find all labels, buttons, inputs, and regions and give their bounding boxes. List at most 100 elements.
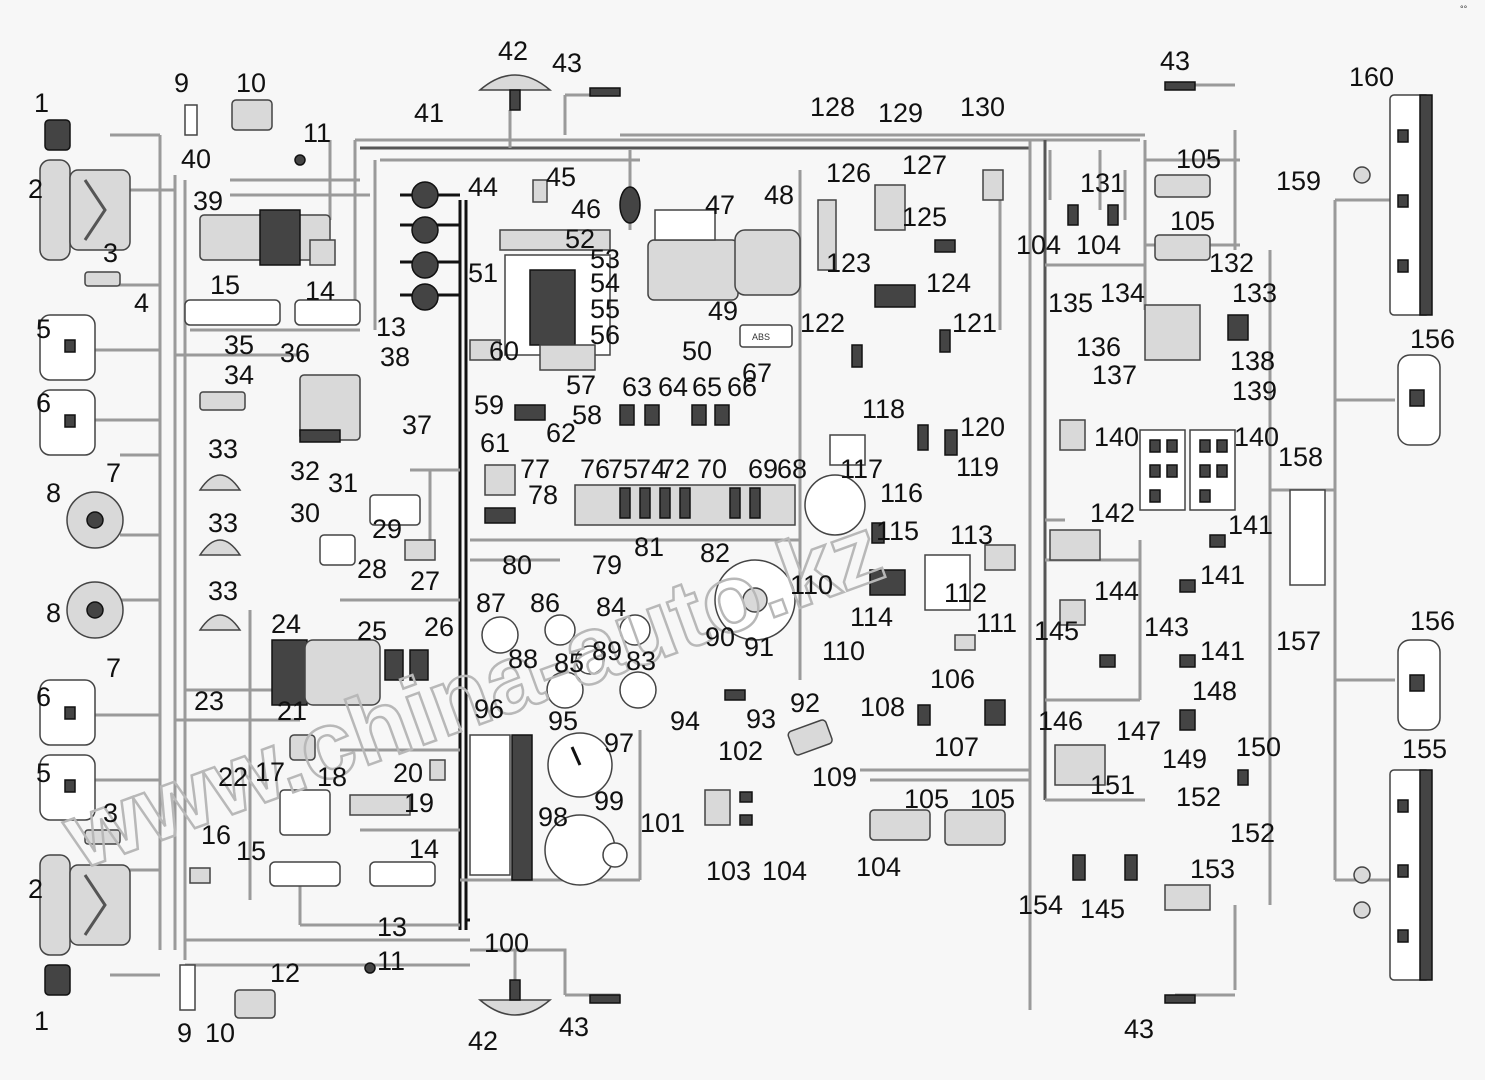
- callout-29: 29: [372, 514, 402, 544]
- dome-33-3: [198, 614, 242, 631]
- callout-85: 85: [554, 648, 584, 678]
- callout-131: 131: [1080, 168, 1125, 198]
- callout-119: 119: [956, 452, 999, 482]
- callout-1-upper: 1: [34, 88, 49, 118]
- part-21: [304, 639, 381, 706]
- relay-63: [619, 404, 635, 426]
- part-45: [532, 179, 548, 203]
- sensor-144: [1099, 654, 1116, 668]
- callout-105-c: 105: [1176, 144, 1221, 174]
- part-10-upper: [231, 99, 273, 131]
- callout-65: 65: [692, 372, 722, 402]
- callout-11-lower: 11: [377, 946, 405, 976]
- callout-61: 61: [480, 428, 510, 458]
- callout-110-a: 110: [790, 570, 833, 600]
- connector-3-upper: [84, 271, 121, 287]
- callout-8-upper: 8: [46, 478, 61, 508]
- gauge-86: [544, 614, 576, 646]
- callout-14-lower: 14: [409, 834, 439, 864]
- callout-25: 25: [357, 616, 387, 646]
- dome-33-1: [198, 474, 242, 491]
- callout-7-lower: 7: [106, 653, 121, 683]
- callout-58: 58: [572, 400, 602, 430]
- callout-141-b: 141: [1200, 560, 1245, 590]
- tail-lamp-155: [1389, 769, 1433, 981]
- part-101: [704, 789, 731, 826]
- callout-145-a: 145: [1034, 616, 1079, 646]
- callout-5-lower: 5: [36, 758, 51, 788]
- callout-5-upper: 5: [36, 314, 51, 344]
- fuse-box-main: [499, 229, 611, 371]
- abs-label: ABS: [752, 332, 770, 342]
- callout-100: 100: [484, 928, 529, 958]
- part-115: [871, 522, 885, 544]
- callout-43-bl: 43: [559, 1012, 589, 1042]
- part-124: [874, 284, 916, 308]
- callout-9-lower: 9: [177, 1018, 192, 1048]
- callout-44: 44: [468, 172, 498, 202]
- callout-21: 21: [277, 696, 307, 726]
- callout-10-upper: 10: [236, 68, 266, 98]
- sensor-121: [939, 329, 951, 353]
- callout-130: 130: [960, 92, 1005, 122]
- callout-45: 45: [546, 162, 576, 192]
- callout-110-b: 110: [822, 636, 865, 666]
- callout-33-c: 33: [208, 576, 238, 606]
- part-27: [404, 539, 436, 561]
- callout-53: 53: [590, 244, 620, 274]
- callout-1-lower: 1: [34, 1006, 49, 1036]
- components: ABS: [39, 74, 1441, 1019]
- relay-25a: [384, 649, 404, 681]
- callout-136: 136: [1076, 332, 1121, 362]
- callout-93: 93: [746, 704, 776, 734]
- sensor-145b: [1124, 854, 1138, 881]
- callout-18: 18: [317, 762, 347, 792]
- instrument-connector-95: [511, 734, 533, 881]
- callout-35: 35: [224, 330, 254, 360]
- callout-30: 30: [290, 498, 320, 528]
- valve-105a: [869, 809, 931, 841]
- sensor-141a: [1209, 534, 1226, 548]
- callout-2-lower: 2: [28, 874, 43, 904]
- part-43-br: [1164, 994, 1196, 1004]
- part-151: [1054, 744, 1106, 786]
- dome-42-top: [477, 74, 553, 91]
- callout-13-upper: 13: [376, 312, 406, 342]
- callout-105-a: 105: [904, 784, 949, 814]
- callout-99: 99: [594, 786, 624, 816]
- part-153: [1164, 884, 1211, 911]
- callout-89: 89: [592, 636, 622, 666]
- callout-96: 96: [474, 694, 504, 724]
- callout-72: 72: [660, 454, 690, 484]
- callout-105-b: 105: [970, 784, 1015, 814]
- callout-42-top: 42: [498, 36, 528, 66]
- callout-50: 50: [682, 336, 712, 366]
- abs-module: ABS: [739, 324, 793, 348]
- callout-124: 124: [926, 268, 971, 298]
- gauge-85: [546, 671, 584, 709]
- callout-155: 155: [1402, 734, 1447, 764]
- callout-66: 66: [727, 372, 757, 402]
- callout-105-d: 105: [1170, 206, 1215, 236]
- callout-125: 125: [902, 202, 947, 232]
- callout-118: 118: [862, 394, 905, 424]
- part-29: [369, 494, 421, 526]
- callout-152-b: 152: [1230, 818, 1275, 848]
- callout-87: 87: [476, 588, 506, 618]
- callout-133: 133: [1232, 278, 1277, 308]
- callout-68: 68: [777, 454, 807, 484]
- callout-75: 75: [608, 454, 638, 484]
- callout-70: 70: [697, 454, 727, 484]
- callout-24: 24: [271, 609, 301, 639]
- callout-134: 134: [1100, 278, 1145, 308]
- part-125: [874, 184, 906, 231]
- part-78: [484, 507, 516, 524]
- callout-156-lower: 156: [1410, 606, 1455, 636]
- callout-140-b: 140: [1234, 422, 1279, 452]
- valve-105b: [944, 809, 1006, 846]
- sensor-141b: [1179, 579, 1196, 593]
- callout-22: 22: [218, 762, 248, 792]
- part-139: [1059, 419, 1086, 451]
- callout-84: 84: [596, 592, 626, 622]
